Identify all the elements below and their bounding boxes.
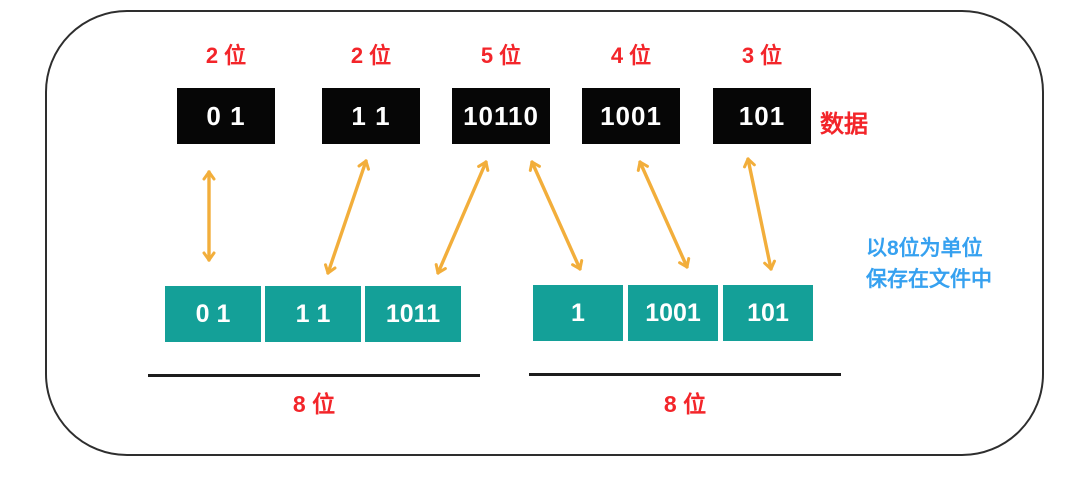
storage-cell: 101 xyxy=(723,285,813,341)
byte-group-2: 1 1001 101 xyxy=(533,285,813,341)
bit-count-label: 3 位 xyxy=(741,43,783,68)
bit-count-label: 5 位 xyxy=(480,43,522,68)
data-unit-5: 3 位 101 xyxy=(713,44,811,144)
data-unit-4: 4 位 1001 xyxy=(582,44,680,144)
data-row-caption: 数据 xyxy=(820,111,868,138)
bit-count-label: 4 位 xyxy=(610,43,652,68)
data-unit-3: 5 位 10110 xyxy=(452,44,550,144)
byte-width-label-1: 8 位 xyxy=(292,391,336,417)
data-box: 0 1 xyxy=(177,88,275,144)
bit-count-label: 2 位 xyxy=(350,43,392,68)
data-box: 101 xyxy=(713,88,811,144)
storage-annotation-line1: 以8位为单位 xyxy=(866,237,983,260)
storage-cell: 1011 xyxy=(365,286,461,342)
byte-width-label-2: 8 位 xyxy=(663,391,707,417)
data-unit-2: 2 位 1 1 xyxy=(322,44,420,144)
data-unit-1: 2 位 0 1 xyxy=(177,44,275,144)
storage-cell: 1 1 xyxy=(265,286,361,342)
storage-cell: 0 1 xyxy=(165,286,261,342)
byte-width-line-1 xyxy=(148,374,480,377)
rounded-border-frame xyxy=(45,10,1044,456)
data-box: 10110 xyxy=(452,88,550,144)
storage-annotation: 以8位为单位 保存在文件中 xyxy=(866,233,992,295)
bit-count-label: 2 位 xyxy=(205,43,247,68)
storage-cell: 1001 xyxy=(628,285,718,341)
storage-annotation-line2: 保存在文件中 xyxy=(866,268,992,291)
byte-group-1: 0 1 1 1 1011 xyxy=(165,286,461,342)
data-box: 1 1 xyxy=(322,88,420,144)
storage-cell: 1 xyxy=(533,285,623,341)
data-box: 1001 xyxy=(582,88,680,144)
byte-width-line-2 xyxy=(529,373,841,376)
